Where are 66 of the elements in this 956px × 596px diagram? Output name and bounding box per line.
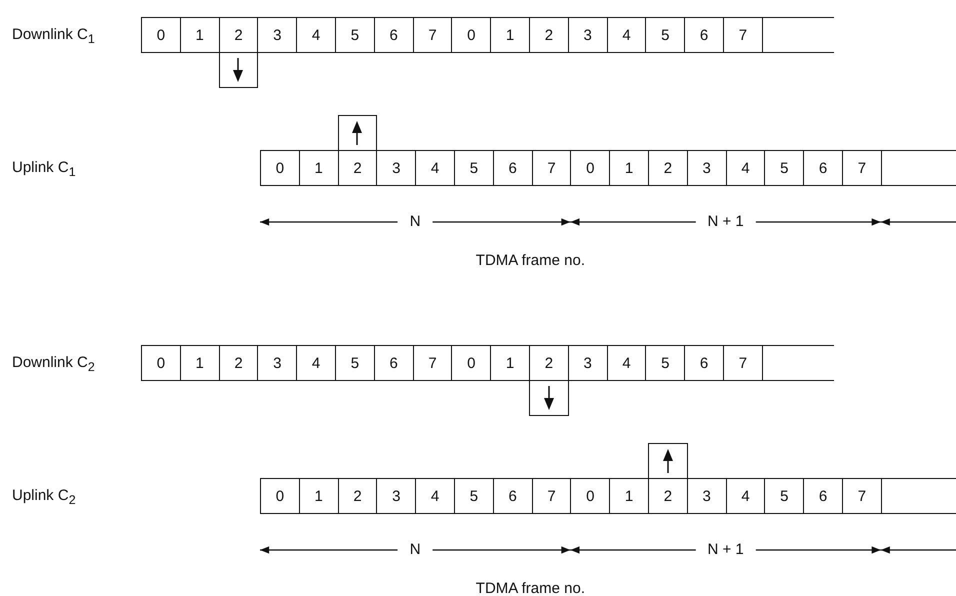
axis-caption: TDMA frame no.: [476, 580, 585, 596]
time-slot: 3: [257, 17, 298, 53]
time-slot: 3: [686, 478, 727, 514]
time-slot: 4: [296, 17, 336, 53]
time-slot: 5: [764, 150, 804, 186]
time-slot: 6: [684, 345, 724, 381]
time-slot: 6: [374, 17, 414, 53]
time-slot: 4: [415, 478, 455, 514]
time-slot: 1: [609, 150, 649, 186]
time-slot: 6: [492, 150, 533, 186]
time-slot: 4: [726, 478, 766, 514]
time-slot: 7: [842, 150, 882, 186]
time-slot: 1: [490, 345, 530, 381]
time-slot: 7: [412, 345, 452, 381]
time-slot: 1: [298, 478, 339, 514]
time-slot: 5: [764, 478, 804, 514]
time-slot: 6: [374, 345, 414, 381]
row-label: Uplink C$_{2}$: [12, 487, 76, 509]
time-slot: 5: [335, 17, 375, 53]
time-slot: 4: [415, 150, 455, 186]
row-label: Downlink C$_{1}$: [12, 26, 95, 48]
time-slot: 1: [180, 345, 220, 381]
time-slot: 1: [298, 150, 339, 186]
row-label: Downlink C$_{2}$: [12, 354, 95, 376]
time-slot: 5: [645, 17, 686, 53]
time-slot: 0: [570, 150, 610, 186]
time-slot: 3: [568, 17, 608, 53]
time-slot: 7: [532, 478, 572, 514]
time-slot: 1: [490, 17, 530, 53]
time-slot: 3: [257, 345, 298, 381]
row-label: Uplink C$_{1}$: [12, 159, 76, 181]
time-slot: 1: [180, 17, 220, 53]
time-slot: 0: [260, 478, 300, 514]
time-slot: 2: [529, 17, 569, 53]
time-slot: 0: [451, 17, 492, 53]
time-slot: 5: [454, 478, 494, 514]
time-slot: 4: [296, 345, 336, 381]
time-slot: 7: [723, 345, 763, 381]
axis-caption: TDMA frame no.: [476, 252, 585, 270]
time-slot: 7: [842, 478, 882, 514]
time-slot: 0: [141, 17, 181, 53]
time-slot: 3: [568, 345, 608, 381]
time-slot: 6: [684, 17, 724, 53]
time-slot: 2: [218, 345, 258, 381]
time-slot: 6: [492, 478, 533, 514]
time-slot: 5: [335, 345, 375, 381]
time-slot: 7: [723, 17, 763, 53]
time-slot: 0: [141, 345, 181, 381]
time-slot: 2: [648, 150, 688, 186]
time-slot: 4: [606, 345, 646, 381]
time-slot: 4: [606, 17, 646, 53]
time-slot: 6: [803, 478, 843, 514]
time-slot: 7: [412, 17, 452, 53]
time-slot: 6: [803, 150, 843, 186]
time-slot: 7: [532, 150, 572, 186]
time-slot: 0: [260, 150, 300, 186]
time-slot: 0: [570, 478, 610, 514]
time-slot: 5: [645, 345, 686, 381]
time-slot: 2: [338, 478, 378, 514]
time-slot: 5: [454, 150, 494, 186]
time-slot: 3: [686, 150, 727, 186]
time-slot: 1: [609, 478, 649, 514]
time-slot: 3: [376, 478, 416, 514]
time-slot: 0: [451, 345, 492, 381]
time-slot: 4: [726, 150, 766, 186]
time-slot: 3: [376, 150, 416, 186]
